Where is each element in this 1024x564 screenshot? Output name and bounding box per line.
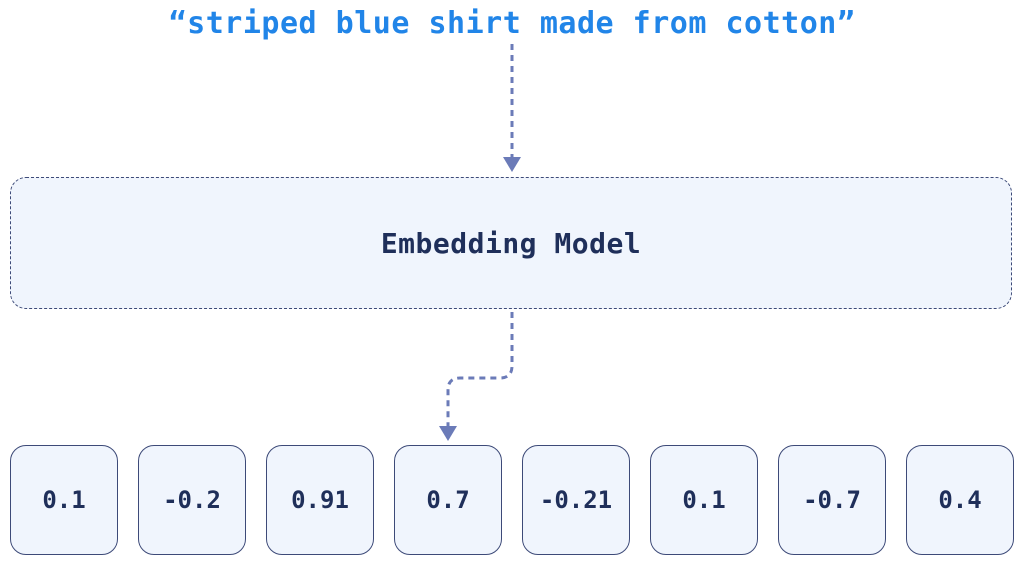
vector-cell: -0.2 [138,445,246,555]
vector-value: 0.91 [291,486,349,514]
vector-cell: 0.1 [10,445,118,555]
embedding-model-box: Embedding Model [10,177,1012,309]
vector-cell: -0.21 [522,445,630,555]
vector-cell: 0.7 [394,445,502,555]
embedding-vector: 0.1 -0.2 0.91 0.7 -0.21 0.1 -0.7 0.4 [10,445,1014,555]
vector-value: 0.7 [426,486,470,514]
input-text: “striped blue shirt made from cotton” [168,6,856,41]
vector-cell: 0.91 [266,445,374,555]
embedding-model-label: Embedding Model [380,226,642,260]
arrow-model-to-vector [446,312,514,427]
vector-value: 0.4 [938,486,982,514]
vector-value: 0.1 [42,486,86,514]
arrowhead-model-to-vector [439,426,457,441]
vector-value: -0.7 [803,486,861,514]
vector-cell: 0.1 [650,445,758,555]
vector-cell: 0.4 [906,445,1014,555]
vector-cell: -0.7 [778,445,886,555]
arrowhead-input-to-model [503,157,521,172]
vector-value: -0.2 [163,486,221,514]
vector-value: 0.1 [682,486,726,514]
vector-value: -0.21 [539,486,613,514]
